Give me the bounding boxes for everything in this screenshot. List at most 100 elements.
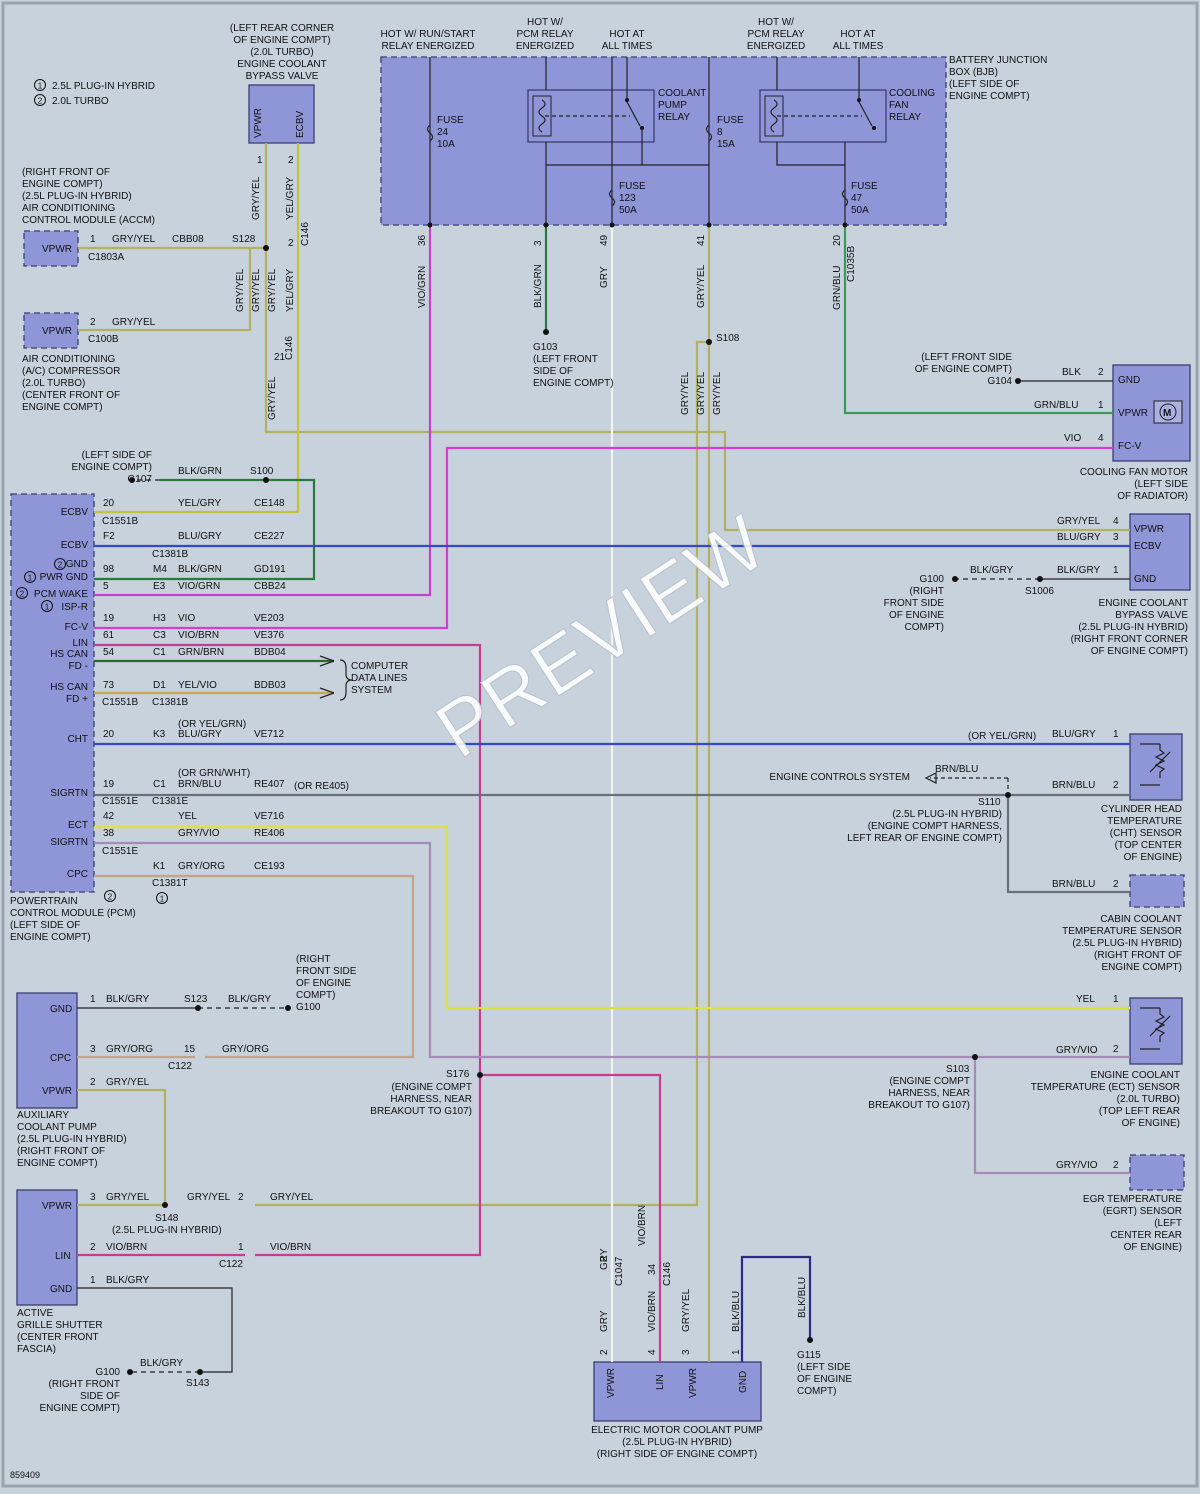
grille-shutter-box (16, 1189, 78, 1306)
pin-number-8: 49 (599, 234, 610, 246)
pin-number-31: 1 (90, 1275, 96, 1286)
pcm-row-6-cavity: C1 (153, 647, 166, 658)
pcm-pin-0: ECBV (61, 507, 89, 518)
pin-number-3: 2 (288, 238, 294, 249)
wire-label-accomp: GRY/YEL (112, 317, 156, 328)
wire-label-ecbv-vpwr-r: GRY/YEL (1057, 516, 1101, 527)
wire-label-shutter-gryyel: GRY/YEL (106, 1192, 150, 1203)
pcm-row-2-cavity: M4 (153, 564, 167, 575)
connector-c122-1: C122 (168, 1061, 192, 1072)
fan-pin-vpwr: VPWR (1118, 408, 1148, 419)
connector-c1381b-1: C1381B (152, 549, 188, 560)
wire-label-ect-yel: YEL (1076, 994, 1095, 1005)
pcm-row-4-pin: 19 (103, 613, 115, 624)
pcm-row-10-pin: 42 (103, 811, 115, 822)
variant-marker-5: 2 (54, 558, 66, 570)
wire-vio-grn-pcm-wake (94, 225, 432, 597)
svg-text:1: 1 (38, 82, 43, 91)
pin-number-4: 2 (90, 317, 96, 328)
fan-pin-fcv: FC-V (1118, 441, 1142, 452)
wire-label-gryyel-s108c: GRY/YEL (712, 371, 723, 415)
wire-label-accomp-v: GRY/YEL (235, 268, 246, 312)
pin-number-28: 2 (238, 1192, 244, 1203)
wire-label-s128-v: GRY/YEL (251, 268, 262, 312)
emcp-pin-vpwr-2: VPWR (688, 1368, 699, 1398)
wire-grn-blu-fan (843, 225, 1113, 415)
wire-label-s128-v2: GRY/YEL (267, 268, 278, 312)
pcm-row-1-pin: F2 (103, 531, 115, 542)
svg-text:2: 2 (38, 97, 43, 106)
wire-label-emcp-viobrn-1: VIO/BRN (637, 1205, 648, 1246)
pcm-row-11-color: GRY/VIO (178, 828, 220, 839)
pcm-row-0-circuit: CE148 (254, 498, 285, 509)
pin-number-2: 1 (90, 234, 96, 245)
pin-number-36: 2 (599, 1256, 610, 1262)
pin-number-10: 20 (832, 234, 843, 246)
wire-label-gry: GRY (599, 266, 610, 288)
pin-number-30: 1 (238, 1242, 244, 1253)
wire-label-ecbv-blkgry-2: BLK/GRY (1057, 565, 1100, 576)
wire-label-aux-gryorg: GRY/ORG (106, 1044, 153, 1055)
pcm-row-7-pin: 73 (103, 680, 115, 691)
wire-blk-blu-emcp (740, 1255, 812, 1362)
splice-dots (127, 222, 1043, 1375)
emcp-pin-lin: LIN (655, 1374, 666, 1390)
variant-marker-0: 1 (34, 79, 46, 91)
pin-number-1: 2 (288, 155, 294, 166)
pcm-row-8-cavity: K3 (153, 729, 166, 740)
pcm-row-12-circuit: CE193 (254, 861, 285, 872)
splice-s148-note: (2.5L PLUG-IN HYBRID) (112, 1225, 222, 1236)
wire-gry-yel-aux (77, 1088, 167, 1205)
pin-number-0: 1 (257, 155, 263, 166)
svg-text:2: 2 (58, 561, 63, 570)
pcm-row-2-pin: 98 (103, 564, 115, 575)
variant-marker-3: 2 (16, 587, 28, 599)
connector-c1551e-1: C1551E (102, 796, 138, 807)
pcm-row-11-pin: 38 (103, 828, 115, 839)
wire-yel-ect (94, 825, 1130, 1010)
wire-vio-fcv (94, 446, 1113, 630)
connector-c1035b: C1035B (846, 246, 857, 282)
pcm-row-12-cavity: K1 (153, 861, 166, 872)
wire-gry-vio-sigrtn (94, 841, 1130, 1059)
svg-text:2: 2 (108, 893, 113, 902)
pin-number-9: 41 (696, 234, 707, 246)
wire-label-accm: GRY/YEL (112, 234, 156, 245)
wire-label-ecbv-blkgry-1: BLK/GRY (970, 565, 1013, 576)
wire-gry-vio-egrt (973, 1057, 1130, 1175)
shutter-pin-vpwr: VPWR (42, 1201, 72, 1212)
pin-number-32: 2 (599, 1349, 610, 1355)
wire-label-gryyel-s108b: GRY/YEL (696, 371, 707, 415)
emcp-pin-gnd: GND (738, 1371, 749, 1393)
note-or-yelgrn-right: (OR YEL/GRN) (968, 731, 1036, 742)
pcm-pin-6: FC-V (65, 622, 89, 633)
connector-c146-1: C146 (300, 222, 311, 246)
egrt-sensor-box (1129, 1154, 1185, 1191)
wire-label-vio-grn: VIO/GRN (417, 266, 428, 308)
shutter-pin-gnd: GND (50, 1284, 72, 1295)
pcm-row-4-circuit: VE203 (254, 613, 284, 624)
pin-number-27: 3 (90, 1192, 96, 1203)
wire-vio-brn-emcp (480, 1073, 662, 1362)
connector-c1551e-2: C1551E (102, 846, 138, 857)
engine-controls-system-label: ENGINE CONTROLS SYSTEM (769, 772, 910, 783)
pcm-row-3-color: VIO/GRN (178, 581, 220, 592)
wire-label-aux-gryorg-2: GRY/ORG (222, 1044, 269, 1055)
ecbv-right-pin-vpwr: VPWR (1134, 524, 1164, 535)
wire-gry-yel-ecbv-vpwr (264, 143, 1130, 532)
pcm-pin-2: GND (66, 559, 88, 570)
cooling-fan-relay-symbol (764, 95, 876, 137)
wire-brn-blu-cabin (1006, 795, 1130, 894)
pin-number-11: 2 (1098, 367, 1104, 378)
pin-number-34: 3 (681, 1349, 692, 1355)
pcm-row-3-cavity: E3 (153, 581, 166, 592)
